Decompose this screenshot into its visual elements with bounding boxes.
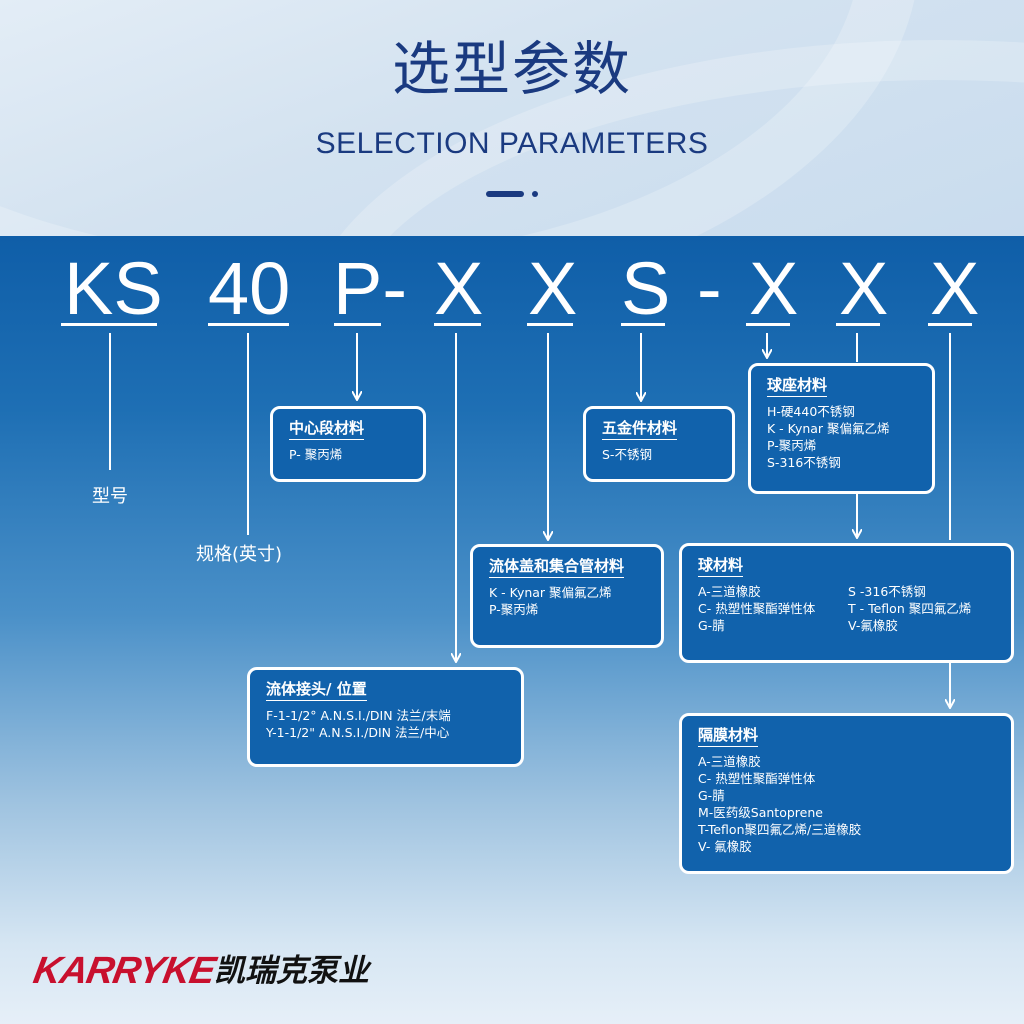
- option-line: V-氟橡胶: [848, 618, 898, 633]
- option-line: G-腈: [698, 788, 725, 803]
- box-title: 中心段材料: [289, 417, 365, 440]
- option-column: S -316不锈钢 T - Teflon 聚四氟乙烯 V-氟橡胶: [848, 583, 998, 634]
- page-title: 选型参数: [391, 35, 632, 103]
- code-s: S: [621, 247, 671, 330]
- code-underline: [434, 323, 481, 326]
- option-line: S -316不锈钢: [848, 584, 926, 599]
- code-x5: X: [930, 247, 980, 330]
- option-line: K - Kynar 聚偏氟乙烯: [489, 585, 612, 600]
- code-underline: [836, 323, 880, 326]
- page-subtitle: SELECTION PARAMETERS: [315, 127, 709, 160]
- code-ks: KS: [64, 247, 163, 330]
- code-x1: X: [434, 247, 484, 330]
- code-underline: [334, 323, 381, 326]
- code-underline: [928, 323, 972, 326]
- box-fluid-cap-material: 流体盖和集合管材料 K - Kynar 聚偏氟乙烯 P-聚丙烯: [470, 544, 664, 648]
- option-line: H-硬440不锈钢: [767, 404, 855, 419]
- option-line: A-三道橡胶: [698, 754, 761, 769]
- option-line: A-三道橡胶: [698, 584, 761, 599]
- option-line: Y-1-1/2" A.N.S.I./DIN 法兰/中心: [266, 725, 450, 740]
- box-title: 五金件材料: [602, 417, 678, 440]
- code-dash: -: [697, 247, 722, 330]
- title-divider-dot: [532, 191, 538, 197]
- option-line: T-Teflon聚四氟乙烯/三道橡胶: [698, 822, 862, 837]
- code-underline: [61, 323, 157, 326]
- code-underline: [527, 323, 573, 326]
- option-line: C- 热塑性聚酯弹性体: [698, 771, 816, 786]
- code-p: P-: [333, 247, 407, 330]
- option-line: P- 聚丙烯: [289, 447, 343, 462]
- code-underline: [621, 323, 665, 326]
- code-x2: X: [528, 247, 578, 330]
- option-line: S-316不锈钢: [767, 455, 841, 470]
- box-hardware-material: 五金件材料 S-不锈钢: [583, 406, 735, 482]
- code-underline: [746, 323, 790, 326]
- box-ball-material: 球材料 A-三道橡胶 C- 热塑性聚酯弹性体 G-腈 S -316不锈钢 T -…: [679, 543, 1014, 663]
- box-title: 球材料: [698, 554, 744, 577]
- option-line: P-聚丙烯: [489, 602, 539, 617]
- option-column: A-三道橡胶 C- 热塑性聚酯弹性体 G-腈: [698, 583, 848, 634]
- option-line: T - Teflon 聚四氟乙烯: [848, 601, 972, 616]
- box-center-section-material: 中心段材料 P- 聚丙烯: [270, 406, 426, 482]
- code-x3: X: [749, 247, 799, 330]
- title-divider: [486, 191, 524, 197]
- option-line: G-腈: [698, 618, 725, 633]
- option-line: K - Kynar 聚偏氟乙烯: [767, 421, 890, 436]
- box-diaphragm-material: 隔膜材料 A-三道橡胶 C- 热塑性聚酯弹性体 G-腈 M-医药级Santopr…: [679, 713, 1014, 874]
- code-x4: X: [839, 247, 889, 330]
- option-line: S-不锈钢: [602, 447, 652, 462]
- option-line: F-1-1/2° A.N.S.I./DIN 法兰/末端: [266, 708, 451, 723]
- option-line: V- 氟橡胶: [698, 839, 752, 854]
- box-fluid-connection: 流体接头/ 位置 F-1-1/2° A.N.S.I./DIN 法兰/末端 Y-1…: [247, 667, 524, 767]
- box-title: 流体盖和集合管材料: [489, 555, 625, 578]
- option-line: C- 热塑性聚酯弹性体: [698, 601, 816, 616]
- option-columns: A-三道橡胶 C- 热塑性聚酯弹性体 G-腈 S -316不锈钢 T - Tef…: [698, 583, 1011, 634]
- code-40: 40: [208, 247, 291, 330]
- brand-logo-text: KARRYKE: [30, 950, 218, 992]
- label-size: 规格(英寸): [196, 544, 283, 565]
- box-title: 球座材料: [767, 374, 828, 397]
- code-underline: [208, 323, 289, 326]
- box-title: 隔膜材料: [698, 724, 759, 747]
- label-model: 型号: [92, 486, 128, 507]
- brand-name-cn: 凯瑞克泵业: [214, 953, 369, 989]
- option-line: M-医药级Santoprene: [698, 805, 823, 820]
- box-title: 流体接头/ 位置: [266, 678, 367, 701]
- option-line: P-聚丙烯: [767, 438, 817, 453]
- box-seat-material: 球座材料 H-硬440不锈钢 K - Kynar 聚偏氟乙烯 P-聚丙烯 S-3…: [748, 363, 935, 494]
